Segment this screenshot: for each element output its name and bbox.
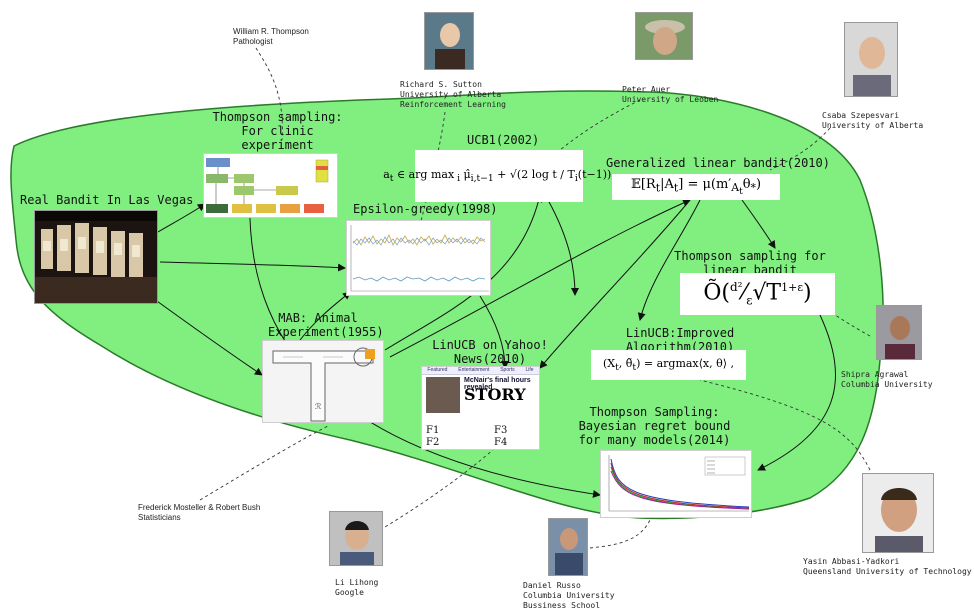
yahoo-f3: F3 [494,425,508,436]
node-epsilon: Epsilon-greedy(1998) [353,202,498,216]
person-mosteller-role: Statisticians [138,513,181,522]
photo-szepesvari [844,22,898,97]
node-ucb1: UCB1(2002) [467,133,540,147]
person-russo-affil: Columbia University [523,591,615,600]
yahoo-tab-entertainment: Entertainment [458,367,490,373]
arrow-glb-tslinear [741,199,776,249]
person-sutton: Richard S. Sutton University of Alberta … [400,80,506,110]
arrow-vegas-mab [149,295,263,376]
node-mab: MAB: Animal Experiment(1955) [268,311,384,339]
node-linucb-yahoo: LinUCB on Yahoo! News(2010) [432,338,548,366]
person-lihong-name: Li Lihong [335,578,379,587]
yahoo-story-label: STORY [464,385,526,404]
dash-auer [559,99,641,151]
glb-formula: 𝔼[Rt|At] = μ(m′Atθ*) [612,174,780,200]
photo-auer [635,12,693,60]
person-sutton-field: Reinforcement Learning [400,100,506,109]
person-szepesvari-affil: University of Alberta [822,121,924,130]
person-agrawal-name: Shipra Agrawal [841,370,909,379]
photo-russo [548,518,588,576]
photo-yadkori [862,473,934,553]
arrow-glb-yahoo [539,199,691,369]
arrow-ucb1-yahoo [547,199,579,296]
person-sutton-affil: University of Alberta [400,90,502,99]
node-real-bandit: Real Bandit In Las Vegas [20,193,194,207]
photo-agrawal [876,305,922,360]
person-yadkori-name: Yasin Abbasi-Yadkori [803,557,900,566]
person-auer: Peter Auer University of Leoben [622,85,718,105]
dash-agrawal [827,309,871,337]
person-russo: Daniel Russo Columbia University Bussine… [523,581,615,611]
ucb1-formula: at ∈ arg max i μ̂i,t−1 + √(2 log t / Ti(… [383,150,615,202]
arrow-mab-glb [389,199,691,358]
yahoo-news-screenshot: Featured Entertainment Sports Life McNai… [421,366,540,450]
arrow-tslinear-tsbayes [757,314,836,471]
clinic-trial-chart [203,153,338,218]
yahoo-tab-sports: Sports [500,367,515,373]
person-russo-school: Bussiness School [523,601,601,610]
arrow-glb-linucb [637,199,701,321]
person-thompson: William R. Thompson Pathologist [233,27,309,47]
photo-sutton [424,12,474,70]
person-auer-name: Peter Auer [622,85,671,94]
person-thompson-name: William R. Thompson [233,27,309,36]
ts-linear-formula: Õ(d²⁄ε√T1+ε) [680,273,835,315]
person-yadkori: Yasin Abbasi-Yadkori Queensland Universi… [803,557,972,577]
person-agrawal-affil: Columbia University [841,380,933,389]
epsilon-greedy-plot [346,220,491,296]
node-glb: Generalized linear bandit(2010) [606,156,830,170]
arrow-vegas-thompson [157,203,206,233]
person-mosteller: Frederick Mosteller & Robert Bush Statis… [138,503,260,523]
person-yadkori-affil: Queensland University of Technology [803,567,972,576]
arrow-vegas-epsilon [159,261,346,272]
svg-text:ℛ: ℛ [315,402,322,411]
yahoo-f2: F2 [426,437,440,448]
slot-machines-photo [34,210,158,304]
person-szepesvari: Csaba Szepesvari University of Alberta [822,111,923,131]
person-lihong-affil: Google [335,588,364,597]
person-lihong: Li Lihong Google [335,578,378,598]
person-mosteller-name: Frederick Mosteller & Robert Bush [138,503,261,512]
yahoo-tab-life: Life [525,367,534,373]
node-ts-bayes: Thompson Sampling: Bayesian regret bound… [578,405,731,447]
regret-curve-plot [600,450,752,518]
t-maze-drawing: ℛ [262,340,384,423]
arrow-epsilon-linucb-yahoo [479,295,509,369]
dash-russo [589,519,651,549]
yahoo-headline: McNair's final hours revealed [464,377,531,391]
person-russo-name: Daniel Russo [523,581,581,590]
yahoo-story-photo [426,377,460,413]
dash-thompson [255,47,283,141]
linucb-improved-formula: (Xt, θ̃t) = argmax⟨x, θ⟩ , [591,350,746,380]
yahoo-tab-featured: Featured [427,367,448,373]
yahoo-f4: F4 [494,437,508,448]
person-szepesvari-name: Csaba Szepesvari [822,111,900,120]
person-agrawal: Shipra Agrawal Columbia University [841,370,933,390]
person-auer-affil: University of Leoben [622,95,719,104]
dash-szepesvari [769,127,831,171]
person-sutton-name: Richard S. Sutton [400,80,482,89]
dash-mosteller [199,424,331,501]
photo-lihong [329,511,383,566]
arrow-mab-epsilon [299,291,351,341]
person-thompson-role: Pathologist [233,37,273,46]
yahoo-f1: F1 [426,425,440,436]
dash-yadkori [699,379,871,471]
dash-lihong [379,447,496,531]
